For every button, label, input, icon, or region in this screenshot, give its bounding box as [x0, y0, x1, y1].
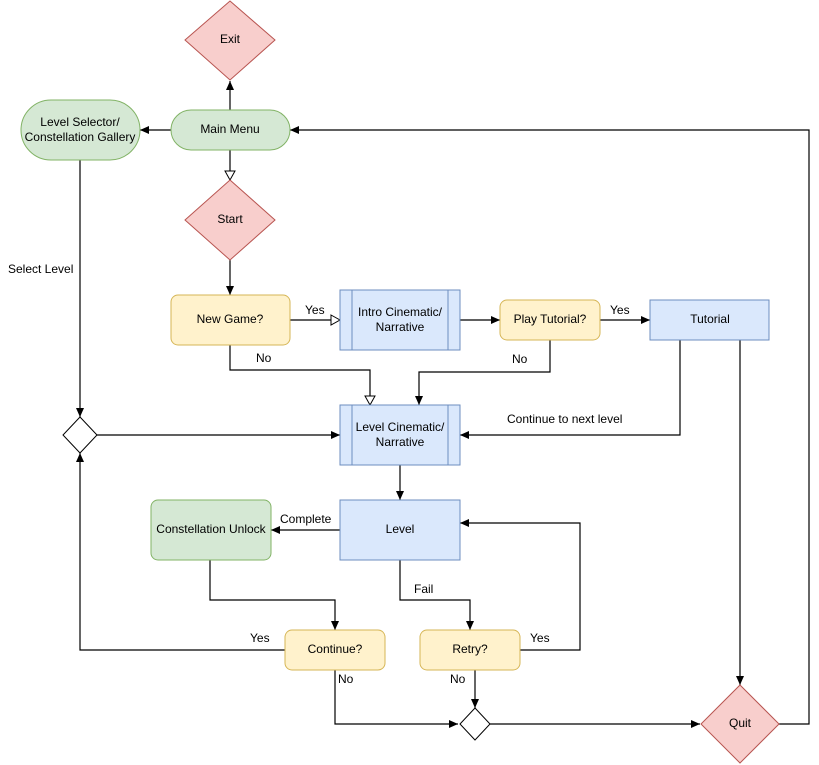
label-complete: Complete [280, 512, 332, 526]
label-tutorial-yes: Yes [610, 303, 630, 317]
node-main-menu: Main Menu [170, 109, 291, 151]
label-select-level: Select Level [8, 262, 73, 276]
edge-unlock-to-continue [209, 560, 339, 630]
node-quit-label: Quit [729, 716, 752, 730]
node-level-cinematic-label-line1: Level Cinematic/ [356, 420, 445, 434]
node-intro-cinematic-label-line2: Narrative [376, 320, 425, 334]
node-new-game-label: New Game? [197, 312, 264, 326]
node-play-tutorial-label: Play Tutorial? [514, 312, 587, 326]
edge-retry-yes [460, 519, 581, 651]
node-tutorial: Tutorial [649, 299, 770, 341]
edge-quit-to-main-menu [290, 126, 810, 725]
node-retry-label: Retry? [452, 642, 488, 656]
node-constellation-unlock-label: Constellation Unlock [156, 522, 266, 536]
node-level-label: Level [386, 522, 415, 536]
node-quit: Quit [700, 684, 780, 764]
edges [76, 81, 810, 728]
node-merge-left [62, 416, 98, 454]
node-new-game: New Game? [170, 294, 291, 346]
node-start: Start [184, 179, 276, 261]
node-level-cinematic: Level Cinematic/ Narrative [339, 404, 461, 466]
edge-continue-no [334, 670, 458, 728]
edge-tutorial-continue-next-level [460, 340, 681, 439]
node-tutorial-label: Tutorial [690, 312, 730, 326]
node-intro-cinematic-label-line1: Intro Cinematic/ [358, 305, 443, 319]
edge-continue-yes [76, 453, 285, 651]
node-merge-bottom [459, 707, 491, 741]
node-retry: Retry? [419, 629, 521, 671]
label-fail: Fail [414, 582, 433, 596]
node-continue-label: Continue? [308, 642, 363, 656]
edge-labels: Select Level Yes No Yes No Continue to n… [8, 262, 630, 686]
edge-level-fail [399, 560, 474, 630]
node-constellation-unlock: Constellation Unlock [150, 499, 272, 561]
node-level-cinematic-label-line2: Narrative [376, 435, 425, 449]
label-new-game-yes: Yes [305, 303, 325, 317]
node-main-menu-label: Main Menu [200, 122, 259, 136]
node-intro-cinematic: Intro Cinematic/ Narrative [339, 289, 461, 351]
node-start-label: Start [217, 212, 243, 226]
node-level-selector: Level Selector/ Constellation Gallery [20, 99, 141, 161]
label-continue-no: No [338, 672, 354, 686]
node-exit: Exit [184, 0, 276, 81]
edge-play-tutorial-no [415, 340, 551, 405]
nodes: Exit Main Menu Level Selector/ Constella… [20, 0, 780, 764]
label-retry-no: No [450, 672, 466, 686]
label-tutorial-no: No [512, 352, 528, 366]
node-level: Level [339, 499, 461, 561]
node-continue: Continue? [284, 629, 386, 671]
node-level-selector-label-line1: Level Selector/ [40, 115, 120, 129]
node-exit-label: Exit [220, 32, 241, 46]
node-level-selector-label-line2: Constellation Gallery [25, 130, 136, 144]
label-continue-next-level: Continue to next level [507, 412, 622, 426]
edge-new-game-no [229, 345, 376, 407]
label-retry-yes: Yes [530, 631, 550, 645]
node-play-tutorial: Play Tutorial? [499, 299, 601, 341]
label-new-game-no: No [256, 351, 272, 365]
label-continue-yes: Yes [250, 631, 270, 645]
